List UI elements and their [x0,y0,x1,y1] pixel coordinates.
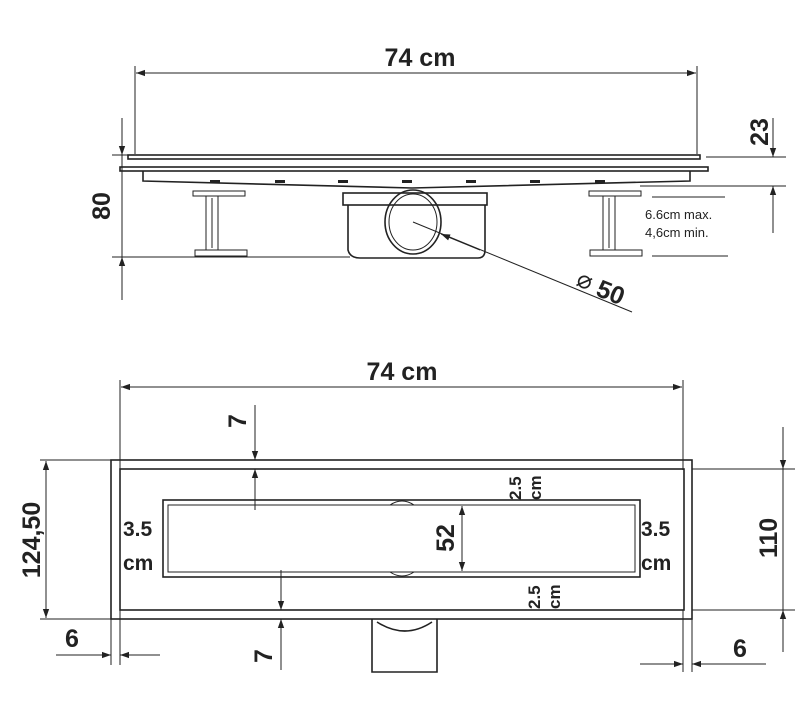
top-width-label: 74 cm [367,358,438,386]
slot-width-label: 52 [432,524,460,552]
inner-frame [119,468,685,611]
side-gap-right-value: 3.5 [641,518,671,541]
channel-body [142,171,691,189]
pipe-diameter-label: ⌀ 50 [573,265,629,311]
gap-top-value: 2.5 [506,476,525,500]
side-width-label: 74 cm [385,44,456,72]
gap-bottom-label: 2.5 cm [525,584,564,609]
drain-flange [342,192,488,206]
outer-frame [110,459,693,620]
grate-outer [162,499,641,578]
adjust-max-label: 6.6cm max. [645,207,712,222]
side-gap-left-value: 3.5 [123,518,153,541]
side-view: 74 cm ⌀ 50 80 23 6.6cm max. 4,6 [88,44,786,313]
grate-handles [389,500,415,577]
right-support-leg [588,190,643,257]
inner-depth-label: 110 [755,518,783,558]
margin-bottom-label: 7 [250,649,278,663]
frame-plate [119,166,709,172]
edge-left-label: 6 [65,625,79,653]
side-height-label: 80 [88,192,116,220]
channel-bolts [210,180,605,183]
pipe-stub [371,619,438,673]
gap-top-unit: cm [526,475,545,500]
diameter-arrow [440,233,481,251]
pipe-outlet-inner [388,193,438,251]
drain-body [347,205,486,259]
gap-top-label: 2.5 cm [506,475,545,500]
side-gap-left-unit: cm [123,552,153,575]
gap-bottom-unit: cm [545,584,564,609]
side-gap-right-unit: cm [641,552,671,575]
adjust-min-label: 4,6cm min. [645,225,709,240]
grate-inner [167,504,636,573]
diameter-value: 50 [592,275,628,311]
grate-thickness-label: 23 [746,118,774,146]
pipe-outlet [384,189,442,255]
edge-right-label: 6 [733,635,747,663]
depth-label: 124,50 [18,502,46,578]
gap-bottom-value: 2.5 [525,585,544,609]
left-support-leg [192,190,248,257]
top-view: 74 cm 52 7 7 2.5 cm 2.5 cm 3.5 cm 3.5 cm… [18,358,795,673]
margin-top-label: 7 [224,414,252,428]
diameter-symbol: ⌀ [573,265,597,297]
grate-plate [127,154,701,160]
